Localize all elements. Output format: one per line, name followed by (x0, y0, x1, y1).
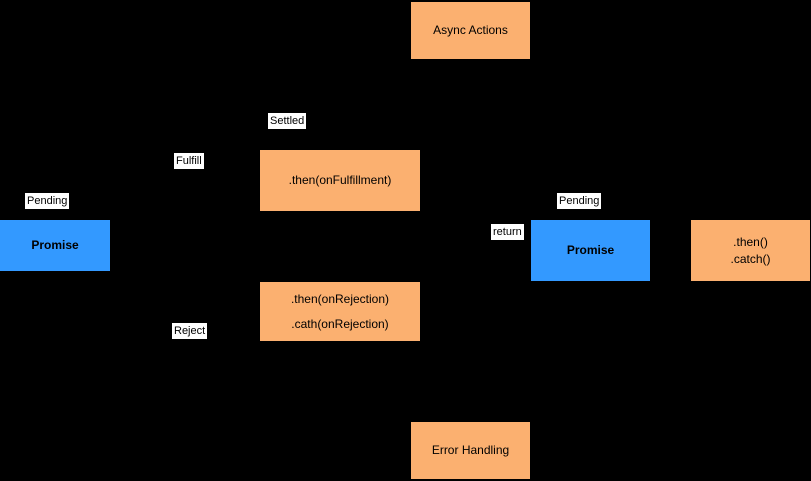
edge-label-settled: Settled (268, 113, 307, 129)
edge-label-pending-left: Pending (25, 193, 70, 209)
node-then-on-fulfillment[interactable]: .then(onFulfillment) (260, 150, 420, 211)
edge-return-to-promise2 (470, 250, 531, 251)
node-async-actions[interactable]: Async Actions (411, 2, 530, 59)
node-promise-returned-label: Promise (566, 243, 615, 258)
edge-label-reject: Reject (172, 323, 208, 339)
node-then-catch[interactable]: .then() .catch() (691, 220, 810, 281)
node-then-catch-label-2: .catch() (730, 251, 771, 266)
edge-asyncactions-down (470, 58, 471, 150)
edge-promise-to-settled (55, 150, 56, 220)
edge-rejection-to-error (470, 341, 471, 422)
node-error-handling[interactable]: Error Handling (411, 422, 530, 479)
node-then-on-rejection[interactable]: .then(onRejection) .cath(onRejection) (260, 282, 420, 341)
node-error-handling-label: Error Handling (431, 443, 510, 458)
node-then-on-rejection-label-2: .cath(onRejection) (291, 316, 389, 331)
edge-promise-to-reject (55, 271, 56, 331)
node-promise-initial-label: Promise (31, 238, 79, 253)
edge-label-pending-right: Pending (557, 193, 602, 209)
edge-fulfillment-to-promise2 (420, 180, 531, 181)
node-then-on-rejection-label-1: .then(onRejection) (290, 292, 390, 307)
edge-promise2-to-thencatch (650, 250, 691, 251)
edge-fulfillment-down (470, 180, 471, 250)
node-promise-returned[interactable]: Promise (531, 220, 650, 281)
node-then-catch-label-1: .then() (733, 235, 768, 250)
node-then-on-fulfillment-label: .then(onFulfillment) (288, 173, 392, 188)
node-async-actions-label: Async Actions (433, 23, 508, 38)
edge-reject-to-rejection-box (55, 331, 260, 332)
edge-label-return: return (491, 224, 524, 240)
edge-label-fulfill: Fulfill (174, 153, 204, 169)
node-promise-initial[interactable]: Promise (0, 220, 110, 271)
edge-settled-to-fulfill (55, 150, 260, 151)
